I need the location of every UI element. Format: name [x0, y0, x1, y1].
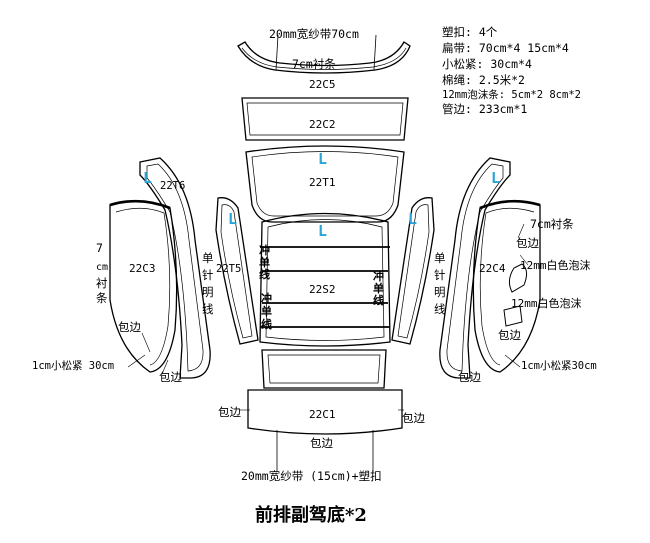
grain-marker-l: L: [228, 210, 237, 228]
bottom-band-label: 20mm宽纱带 (15cm)+塑扣: [241, 469, 382, 483]
liner-vertical-char: 7: [96, 241, 103, 255]
sew-char: 明: [434, 285, 446, 299]
foam-label: 12mm白色泡沫: [511, 296, 582, 310]
grain-marker-l: L: [318, 150, 327, 168]
diagram-title: 前排副驾底*2: [255, 504, 367, 526]
right-liner-label: 7cm衬条: [530, 217, 574, 231]
sew-char: 针: [434, 268, 446, 282]
note-6: 管边: 233cm*1: [442, 102, 527, 116]
foam-label: 12mm白色泡沫: [520, 258, 591, 272]
foam-strip: [503, 305, 523, 327]
liner-vertical-char: cm: [96, 262, 108, 273]
piece-22c1-top: [261, 349, 387, 389]
label-22c5: 22C5: [309, 78, 336, 91]
piece-22s2: [259, 212, 391, 347]
label-22c1: 22C1: [309, 408, 336, 421]
piece-22t6-right: [439, 157, 511, 379]
piece-22c2: [241, 97, 409, 141]
note-4: 棉绳: 2.5米*2: [442, 73, 525, 87]
label-22s2: 22S2: [309, 283, 336, 296]
punch-char: 冲: [261, 291, 272, 305]
piece-22c1: [247, 389, 403, 435]
sew-char: 单: [202, 251, 214, 265]
punch-char: 冲: [259, 243, 270, 257]
left-elastic-label: 1cm小松紧 30cm: [32, 359, 114, 372]
label-22c4: 22C4: [479, 262, 506, 275]
binding-label: 包边: [118, 320, 141, 334]
punch-char: 单: [373, 281, 384, 295]
liner-vertical-char: 条: [96, 291, 108, 305]
binding-label: 包边: [402, 411, 425, 425]
punch-char: 冲: [373, 269, 384, 283]
sew-char: 明: [202, 285, 214, 299]
right-elastic-label: 1cm小松紧30cm: [521, 359, 597, 372]
piece-22t1: [245, 145, 405, 223]
piece-22c5: [237, 41, 411, 74]
note-1: 塑扣: 4个: [442, 25, 498, 39]
binding-label: 包边: [498, 328, 521, 342]
binding-label: 包边: [310, 436, 333, 450]
binding-label: 包边: [159, 370, 182, 384]
punch-char: 单: [261, 304, 272, 318]
punch-char: 线: [259, 267, 270, 281]
punch-char: 线: [373, 293, 384, 307]
sew-char: 线: [202, 302, 214, 316]
note-2: 扁带: 70cm*4 15cm*4: [442, 41, 569, 55]
piece-22c3: [109, 200, 178, 373]
liner-vertical-char: 衬: [96, 276, 108, 290]
foam-strip: [508, 263, 528, 293]
grain-marker-l: L: [143, 169, 152, 187]
piece-22t5: [215, 197, 259, 345]
punch-char: 线: [261, 317, 272, 331]
label-22t6: 22T6: [160, 180, 185, 192]
top-band-label: 20mm宽纱带70cm: [269, 27, 359, 41]
note-3: 小松紧: 30cm*4: [442, 57, 532, 71]
sew-char: 线: [434, 302, 446, 316]
sew-char: 针: [202, 268, 214, 282]
label-22c3: 22C3: [129, 262, 156, 275]
piece-22t5-right: [391, 197, 435, 345]
sew-char: 单: [434, 251, 446, 265]
note-5: 12mm泡沫条: 5cm*2 8cm*2: [442, 88, 581, 101]
grain-marker-l: L: [408, 210, 417, 228]
grain-marker-l: L: [491, 169, 500, 187]
binding-label: 包边: [458, 370, 481, 384]
piece-22t6: [139, 157, 211, 379]
label-22t1: 22T1: [309, 176, 336, 189]
punch-char: 单: [259, 255, 270, 269]
label-22c2: 22C2: [309, 118, 336, 131]
binding-label: 包边: [516, 236, 539, 250]
binding-label: 包边: [218, 405, 241, 419]
grain-marker-l: L: [318, 222, 327, 240]
label-22t5: 22T5: [216, 263, 241, 275]
top-liner-label: 7cm衬条: [292, 57, 336, 71]
